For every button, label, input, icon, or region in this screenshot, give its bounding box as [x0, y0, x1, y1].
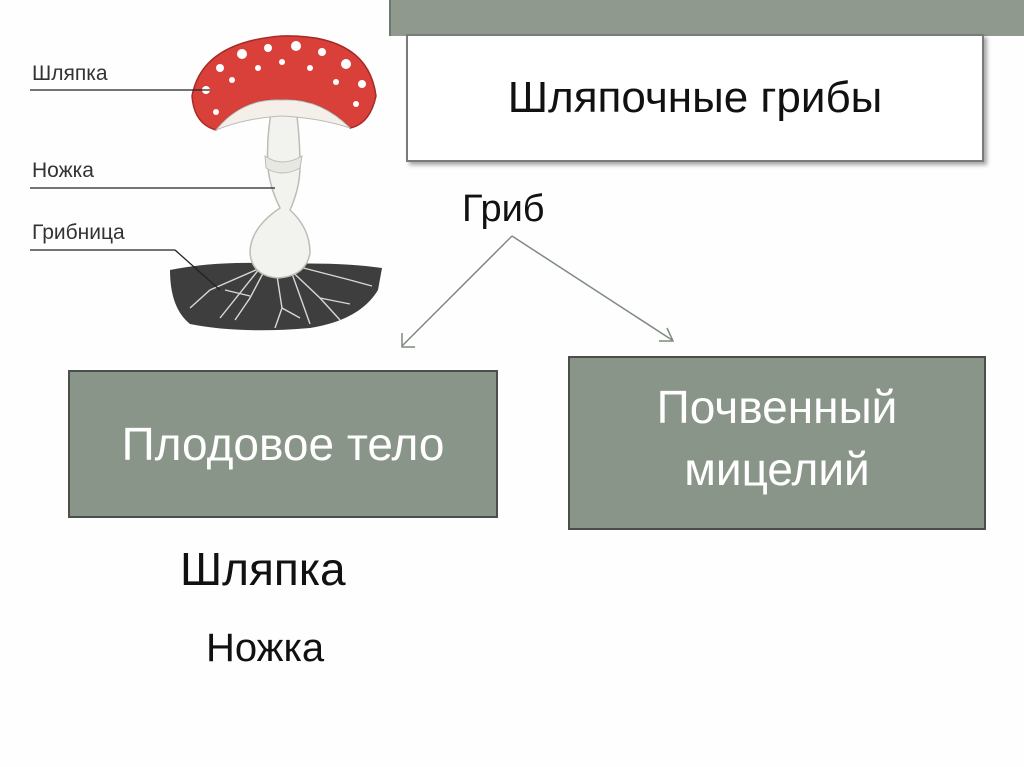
- soil-mycelium-label-line1: Почвенный: [656, 381, 898, 433]
- soil-mycelium-box: Почвенный мицелий: [568, 356, 986, 530]
- arrow-left: [401, 235, 513, 347]
- arrowhead-left: [401, 333, 415, 348]
- fruiting-body-label: Плодовое тело: [121, 418, 445, 470]
- pointer-lines: [30, 89, 275, 291]
- mushroom-illustration: [30, 35, 382, 331]
- top-decorative-bar: [389, 0, 1024, 36]
- illustration-label-cap: Шляпка: [32, 62, 108, 85]
- illustration-label-stem: Ножка: [32, 159, 94, 182]
- page-title: Шляпочные грибы: [507, 73, 883, 122]
- part-cap-label: Шляпка: [180, 543, 346, 595]
- part-stem-label: Ножка: [206, 626, 325, 670]
- soil-mycelium-label-line2: мицелий: [684, 443, 870, 495]
- title-box: Шляпочные грибы: [406, 34, 984, 162]
- top-bar-edge: [389, 0, 391, 36]
- arrowhead-right: [659, 327, 675, 342]
- fruiting-body-box: Плодовое тело: [68, 370, 498, 518]
- arrow-right: [511, 235, 673, 341]
- cap-icon: [191, 35, 377, 132]
- illustration-label-mycelium: Грибница: [32, 221, 125, 244]
- diagram-root-label: Гриб: [462, 188, 545, 230]
- stem-icon: [249, 107, 311, 279]
